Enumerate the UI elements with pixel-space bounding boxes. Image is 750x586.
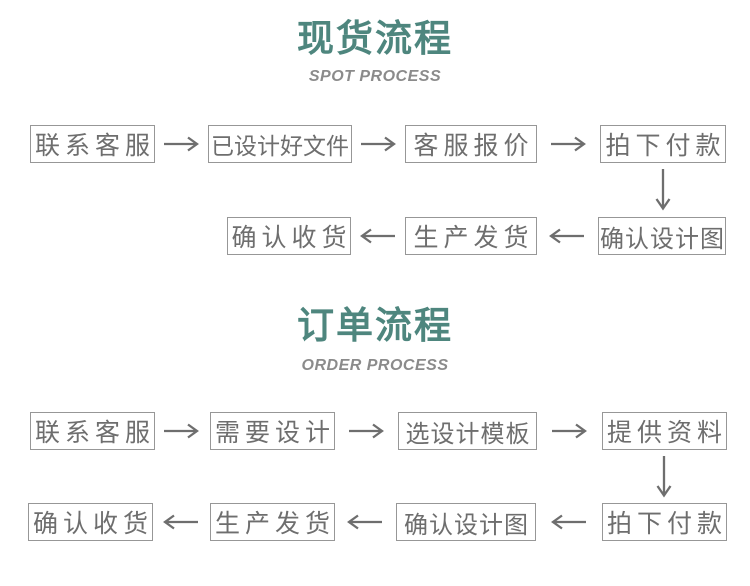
arrow-down-icon [655,455,673,499]
arrow-right-icon [348,422,384,440]
arrow-left-icon [549,227,585,245]
arrow-right-icon [360,135,396,153]
section-title-order: 订单流程 [297,305,453,346]
arrow-right-icon [163,422,199,440]
arrow-left-icon [163,513,199,531]
arrow-left-icon [551,513,587,531]
step-box-confirm-receipt: 确认收货 [227,217,351,255]
section-subtitle-spot: SPOT PROCESS [308,68,442,85]
step-box-confirm-design: 确认设计图 [396,503,536,541]
step-box-need-design: 需要设计 [210,412,335,450]
step-box-pay-order: 拍下付款 [600,125,726,163]
arrow-right-icon [551,422,587,440]
arrow-right-icon [550,135,586,153]
step-box-confirm-design: 确认设计图 [598,217,726,255]
step-box-production-shipping: 生产发货 [210,503,335,541]
section-title-spot: 现货流程 [297,18,453,59]
arrow-down-icon [654,168,672,212]
step-box-provide-materials: 提供资料 [602,412,727,450]
step-box-choose-template: 选设计模板 [398,412,537,450]
step-box-service-quote: 客服报价 [405,125,537,163]
step-box-production-shipping: 生产发货 [405,217,537,255]
step-box-file-designed: 已设计好文件 [208,125,352,163]
step-box-contact-service: 联系客服 [30,412,155,450]
arrow-left-icon [360,227,396,245]
section-subtitle-order: ORDER PROCESS [301,357,449,374]
step-box-confirm-receipt: 确认收货 [28,503,153,541]
step-box-contact-service: 联系客服 [30,125,155,163]
arrow-left-icon [347,513,383,531]
arrow-right-icon [163,135,199,153]
step-box-pay-order: 拍下付款 [602,503,727,541]
